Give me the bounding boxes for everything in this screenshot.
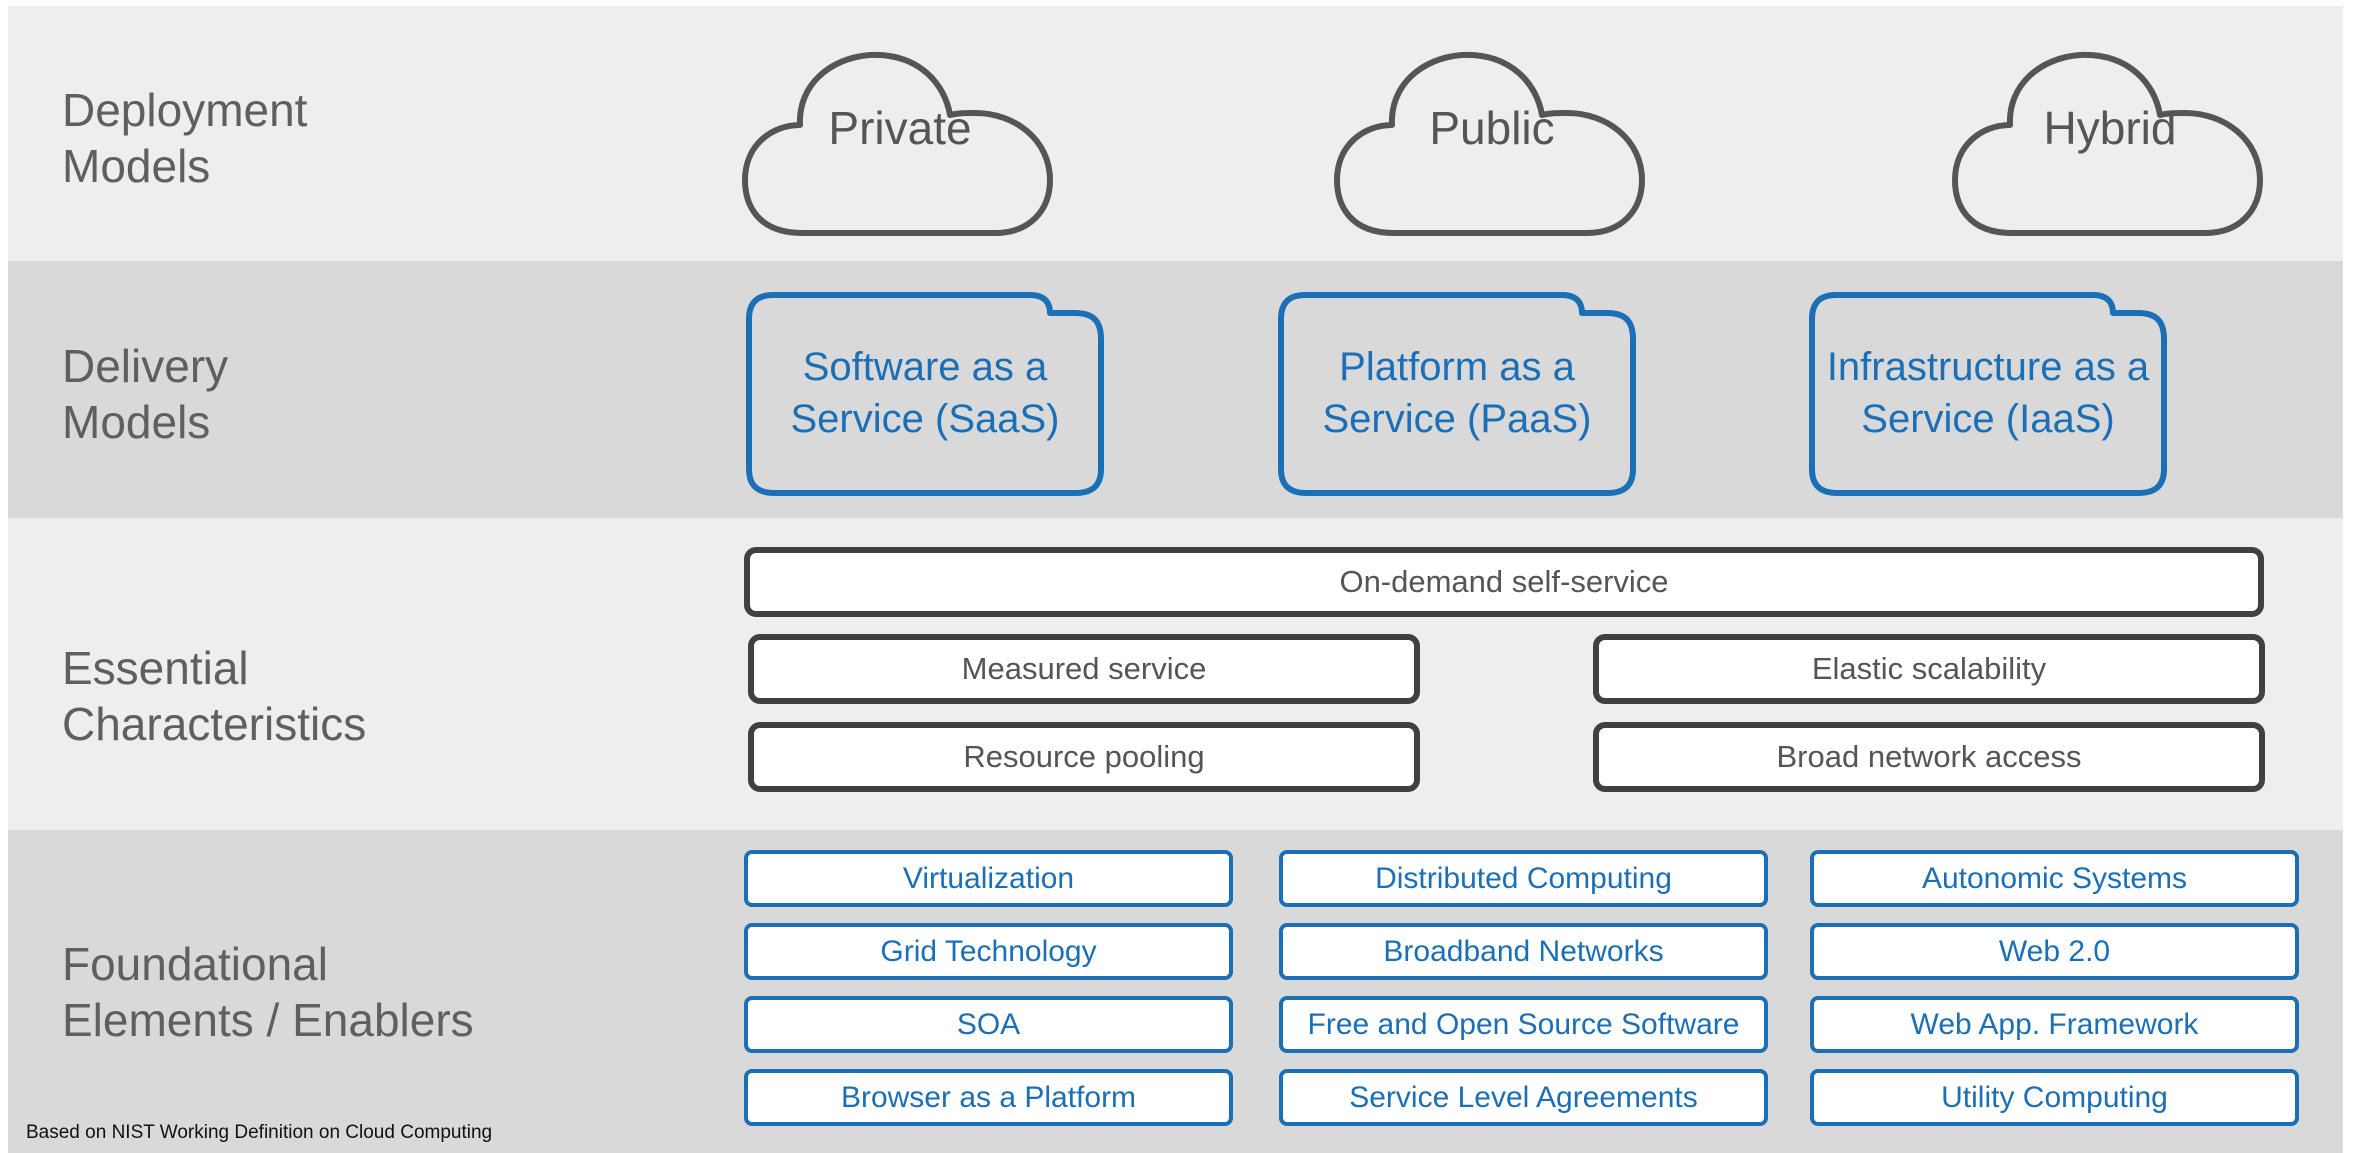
char-measured-service: Measured service (748, 634, 1420, 704)
folder-shape-icon (1809, 292, 2167, 496)
enabler-grid-technology: Grid Technology (744, 923, 1233, 980)
delivery-iaas: Infrastructure as a Service (IaaS) (1808, 291, 2168, 497)
cloud-label-private: Private (828, 102, 972, 154)
footnote: Based on NIST Working Definition on Clou… (26, 1122, 493, 1143)
char-resource-pooling: Resource pooling (748, 722, 1420, 792)
cloud-private: Private (740, 25, 1060, 245)
cloud-icon (1334, 51, 1645, 236)
delivery-paas-line2: Service (PaaS) (1322, 397, 1592, 441)
folder-shape-icon (746, 292, 1104, 496)
cloud-label-hybrid: Hybrid (2043, 102, 2177, 154)
enabler-broadband-networks: Broadband Networks (1279, 923, 1768, 980)
char-elastic-scalability: Elastic scalability (1593, 634, 2265, 704)
delivery-paas-line1: Platform as a (1339, 345, 1575, 389)
delivery-saas-line1: Software as a (802, 345, 1048, 389)
deployment-band (8, 6, 2343, 261)
delivery-saas: Software as a Service (SaaS) (745, 291, 1105, 497)
char-on-demand: On-demand self-service (744, 547, 2264, 617)
enabler-foss: Free and Open Source Software (1279, 996, 1768, 1053)
enabler-soa: SOA (744, 996, 1233, 1053)
enabler-web-app-framework: Web App. Framework (1810, 996, 2299, 1053)
delivery-iaas-line1: Infrastructure as a (1826, 345, 2150, 389)
folder-shape-icon (1278, 292, 1636, 496)
enabler-autonomic-systems: Autonomic Systems (1810, 850, 2299, 907)
cloud-icon (1952, 51, 2263, 236)
enabler-distributed-computing: Distributed Computing (1279, 850, 1768, 907)
enabler-browser-platform: Browser as a Platform (744, 1069, 1233, 1126)
delivery-iaas-line2: Service (IaaS) (1861, 397, 2115, 441)
cloud-icon (742, 51, 1053, 236)
enabler-web-2: Web 2.0 (1810, 923, 2299, 980)
enabler-sla: Service Level Agreements (1279, 1069, 1768, 1126)
delivery-saas-line2: Service (SaaS) (790, 397, 1060, 441)
enabler-utility-computing: Utility Computing (1810, 1069, 2299, 1126)
char-broad-network-access: Broad network access (1593, 722, 2265, 792)
cloud-public: Public (1332, 25, 1652, 245)
cloud-hybrid: Hybrid (1950, 25, 2270, 245)
enabler-virtualization: Virtualization (744, 850, 1233, 907)
delivery-paas: Platform as a Service (PaaS) (1277, 291, 1637, 497)
cloud-label-public: Public (1429, 102, 1555, 154)
